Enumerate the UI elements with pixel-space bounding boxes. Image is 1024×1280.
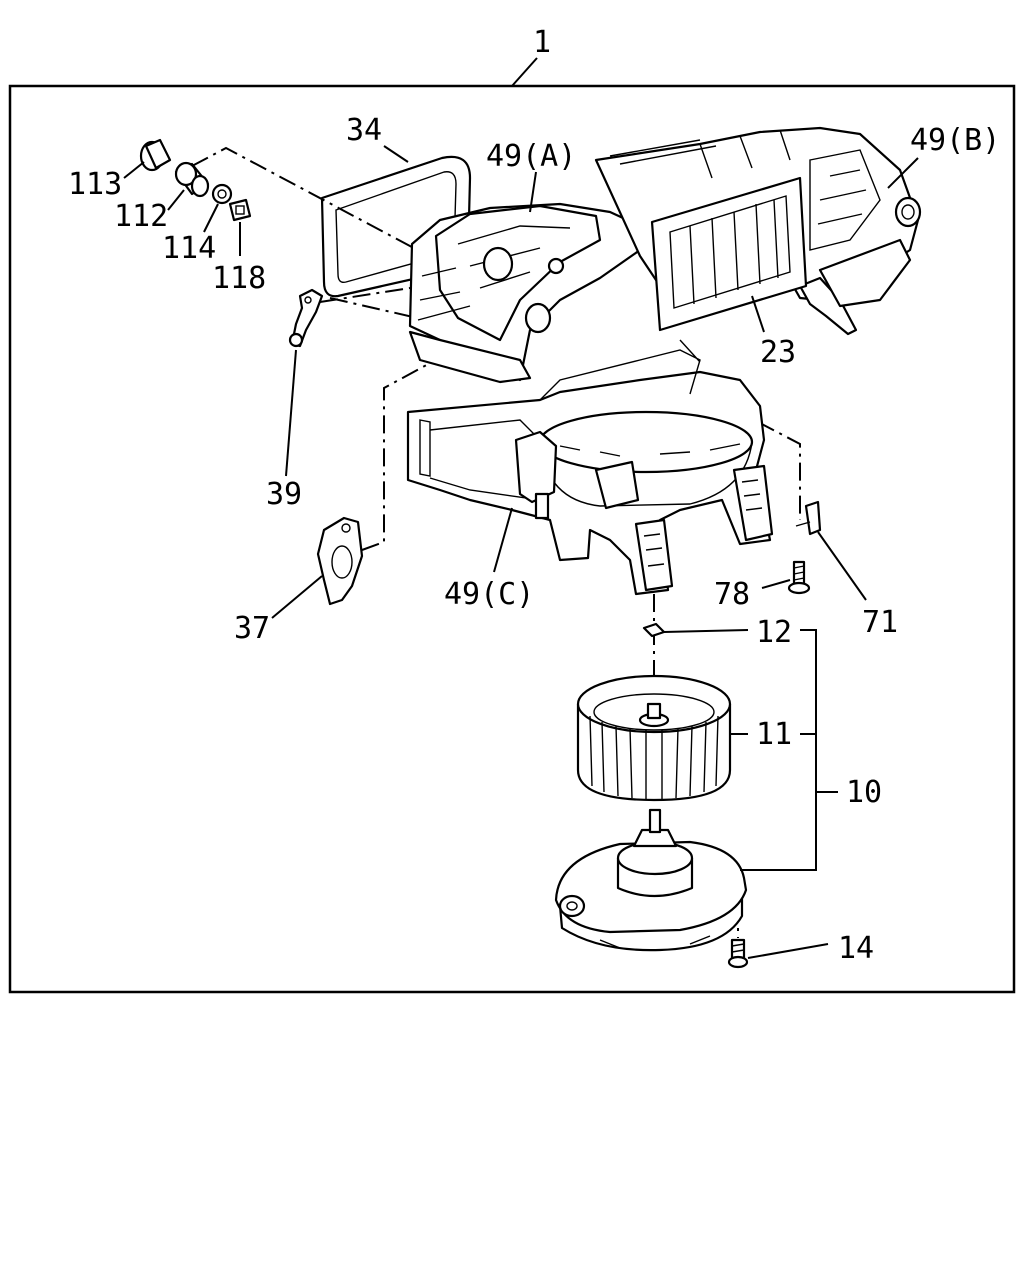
label-10: 10: [846, 775, 882, 810]
part-23-filter: [650, 176, 808, 332]
part-118-clip: [228, 198, 252, 222]
part-78-screw: [787, 560, 811, 595]
label-71: 71: [862, 605, 898, 640]
leader-113: [123, 161, 145, 179]
part-37-seal: [316, 516, 364, 606]
leader-12: [663, 629, 749, 633]
part-12-nut: [642, 622, 666, 638]
label-37: 37: [234, 611, 270, 646]
label-34: 34: [346, 113, 382, 148]
part-11-fan-wheel: [576, 674, 732, 802]
label-23: 23: [760, 335, 796, 370]
leader-49b: [887, 157, 919, 189]
leader-14: [747, 943, 829, 959]
leader-78: [761, 579, 791, 589]
label-113: 113: [68, 167, 122, 202]
label-114: 114: [162, 231, 216, 266]
label-118: 118: [212, 261, 266, 296]
leader-112: [167, 189, 185, 211]
part-49a-housing: [408, 202, 642, 384]
assembly-line-71: [757, 421, 801, 520]
label-112: 112: [114, 199, 168, 234]
label-11: 11: [756, 717, 792, 752]
leader-71: [817, 531, 867, 601]
label-12: 12: [756, 615, 792, 650]
assembly-line-pipe: [191, 146, 441, 263]
label-39: 39: [266, 477, 302, 512]
part-10-motor: [554, 808, 748, 952]
part-114-ring: [211, 183, 233, 205]
leader-39: [285, 349, 297, 477]
assembly-line-37: [361, 361, 433, 551]
label-14: 14: [838, 931, 874, 966]
leader-49c: [493, 507, 513, 573]
leader-49a: [529, 171, 537, 213]
label-49c: 49(C): [444, 577, 534, 612]
leader-1: [511, 57, 538, 87]
label-1: 1: [533, 25, 551, 60]
assembly-line-39: [319, 287, 471, 331]
label-78: 78: [714, 577, 750, 612]
part-49c-blower-case: [406, 339, 774, 596]
leader-114: [203, 203, 219, 233]
part-71-clip: [795, 500, 822, 536]
part-112-pipe: [174, 161, 210, 198]
leader-10-bracket: [740, 629, 838, 871]
leader-23: [751, 295, 765, 333]
leader-34: [383, 145, 409, 163]
label-49a: 49(A): [486, 139, 576, 174]
part-14-screw: [727, 938, 749, 969]
label-49b: 49(B): [910, 123, 1000, 158]
part-39-lever: [288, 288, 324, 348]
leader-37: [271, 575, 323, 619]
part-113-plug: [139, 138, 172, 172]
